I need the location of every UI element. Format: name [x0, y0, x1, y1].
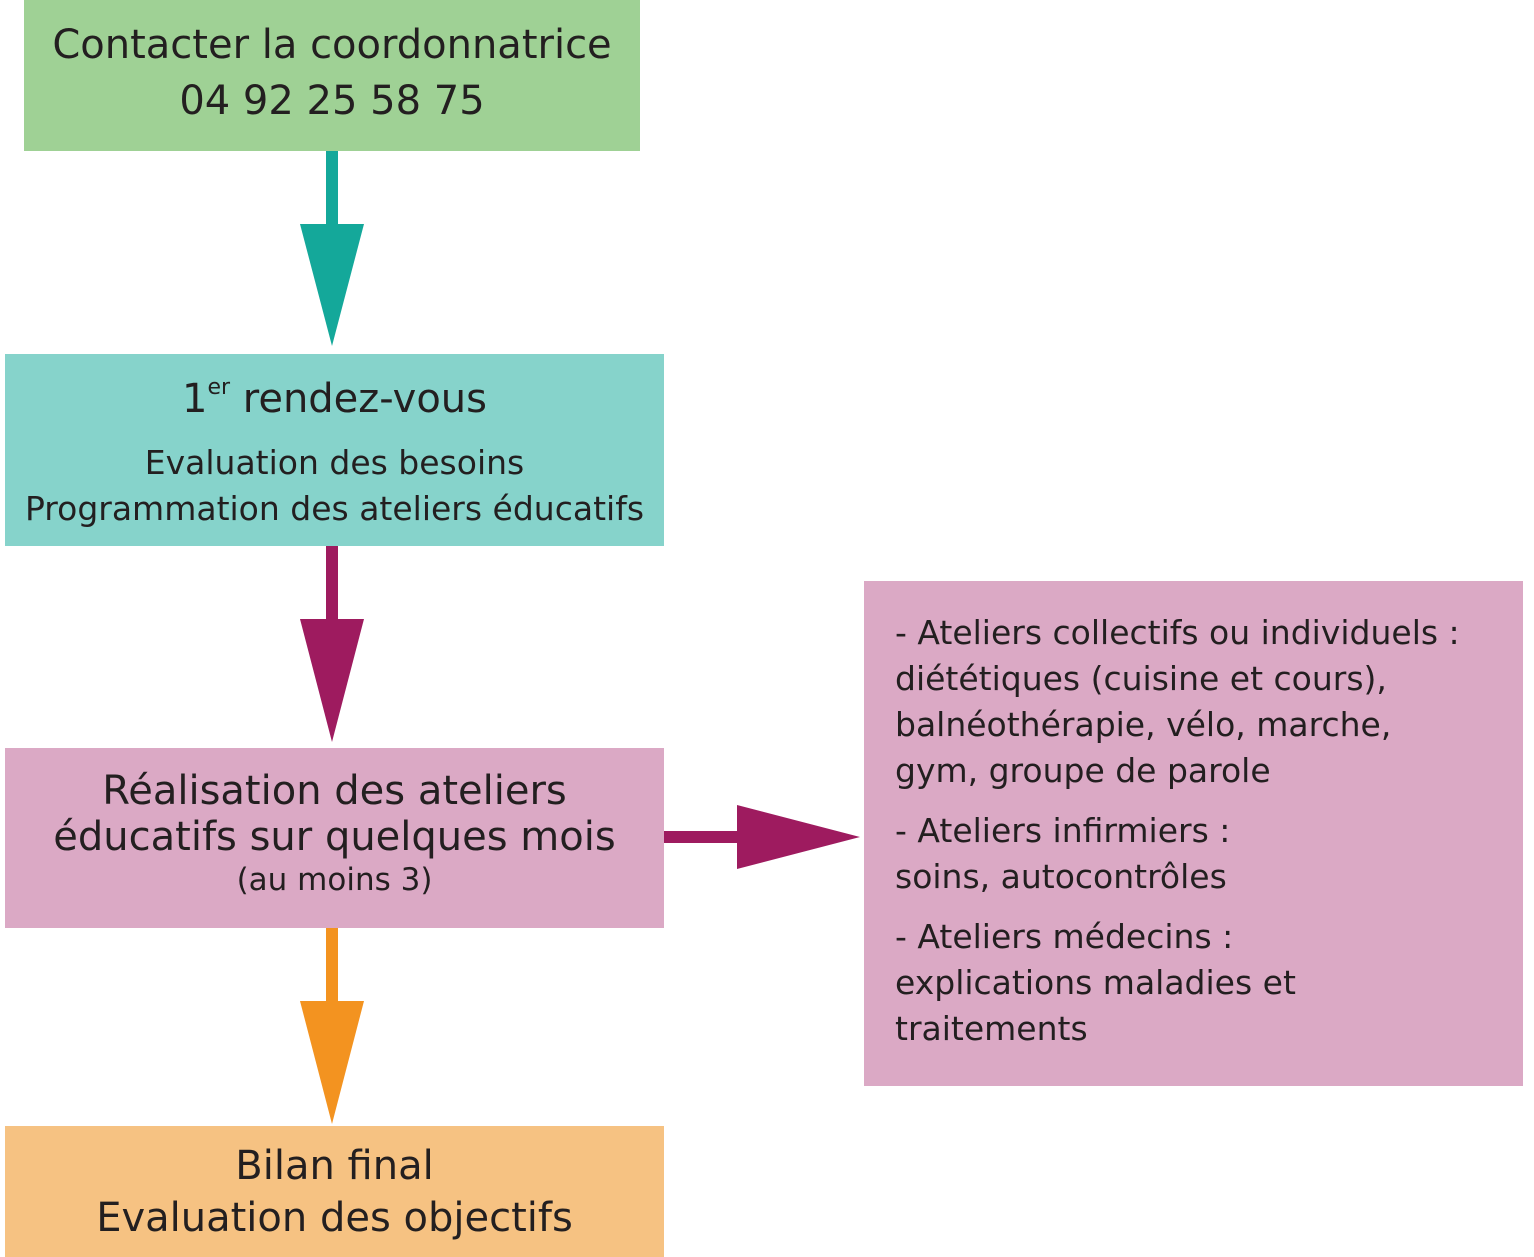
contact-box: Contacter la coordonnatrice 04 92 25 58 …: [24, 0, 640, 151]
ateliers-medecins-item: traitements: [895, 1009, 1088, 1048]
ateliers-medecins-heading: - Ateliers médecins :: [895, 917, 1234, 956]
ateliers-medecins-item: explications maladies et: [895, 963, 1296, 1002]
ateliers-collectifs-heading: - Ateliers collectifs ou individuels :: [895, 613, 1460, 652]
needs-evaluation-text: Evaluation des besoins: [144, 443, 525, 482]
ateliers-details-box: - Ateliers collectifs ou individuels : d…: [864, 581, 1523, 1086]
ateliers-collectifs-item: diététiques (cuisine et cours),: [895, 659, 1387, 698]
workshop-programming-text: Programmation des ateliers éducatifs: [24, 489, 645, 528]
arrow-realisation-to-ateliers: [664, 805, 860, 869]
ateliers-infirmiers-heading: - Ateliers infirmiers :: [895, 811, 1231, 850]
ateliers-infirmiers-group: - Ateliers infirmiers : soins, autocontr…: [895, 808, 1523, 900]
first-appointment-title: 1er rendez-vous: [5, 374, 664, 424]
first-appointment-box: 1er rendez-vous Evaluation des besoins P…: [5, 354, 664, 546]
ateliers-medecins-group: - Ateliers médecins : explications malad…: [895, 914, 1523, 1052]
ateliers-collectifs-group: - Ateliers collectifs ou individuels : d…: [895, 610, 1523, 794]
realisation-box: Réalisation des ateliers éducatifs sur q…: [5, 748, 664, 928]
realisation-line-2: éducatifs sur quelques mois: [53, 814, 616, 860]
ateliers-collectifs-item: balnéothérapie, vélo, marche,: [895, 705, 1392, 744]
bilan-title: Bilan final: [235, 1143, 434, 1189]
contact-phone: 04 92 25 58 75: [179, 78, 485, 124]
title-number: 1: [182, 376, 208, 422]
bilan-subtitle: Evaluation des objectifs: [96, 1195, 573, 1241]
arrow-contact-to-first: [300, 151, 364, 346]
ateliers-collectifs-item: gym, groupe de parole: [895, 751, 1271, 790]
contact-title: Contacter la coordonnatrice: [52, 22, 612, 68]
ateliers-infirmiers-item: soins, autocontrôles: [895, 857, 1227, 896]
realisation-note: (au moins 3): [236, 862, 433, 898]
arrow-first-to-realisation: [300, 546, 364, 742]
realisation-line-1: Réalisation des ateliers: [102, 768, 567, 814]
bilan-box: Bilan final Evaluation des objectifs: [5, 1126, 664, 1257]
title-text: rendez-vous: [230, 376, 487, 422]
title-superscript: er: [207, 375, 231, 400]
arrow-realisation-to-bilan: [300, 928, 364, 1124]
